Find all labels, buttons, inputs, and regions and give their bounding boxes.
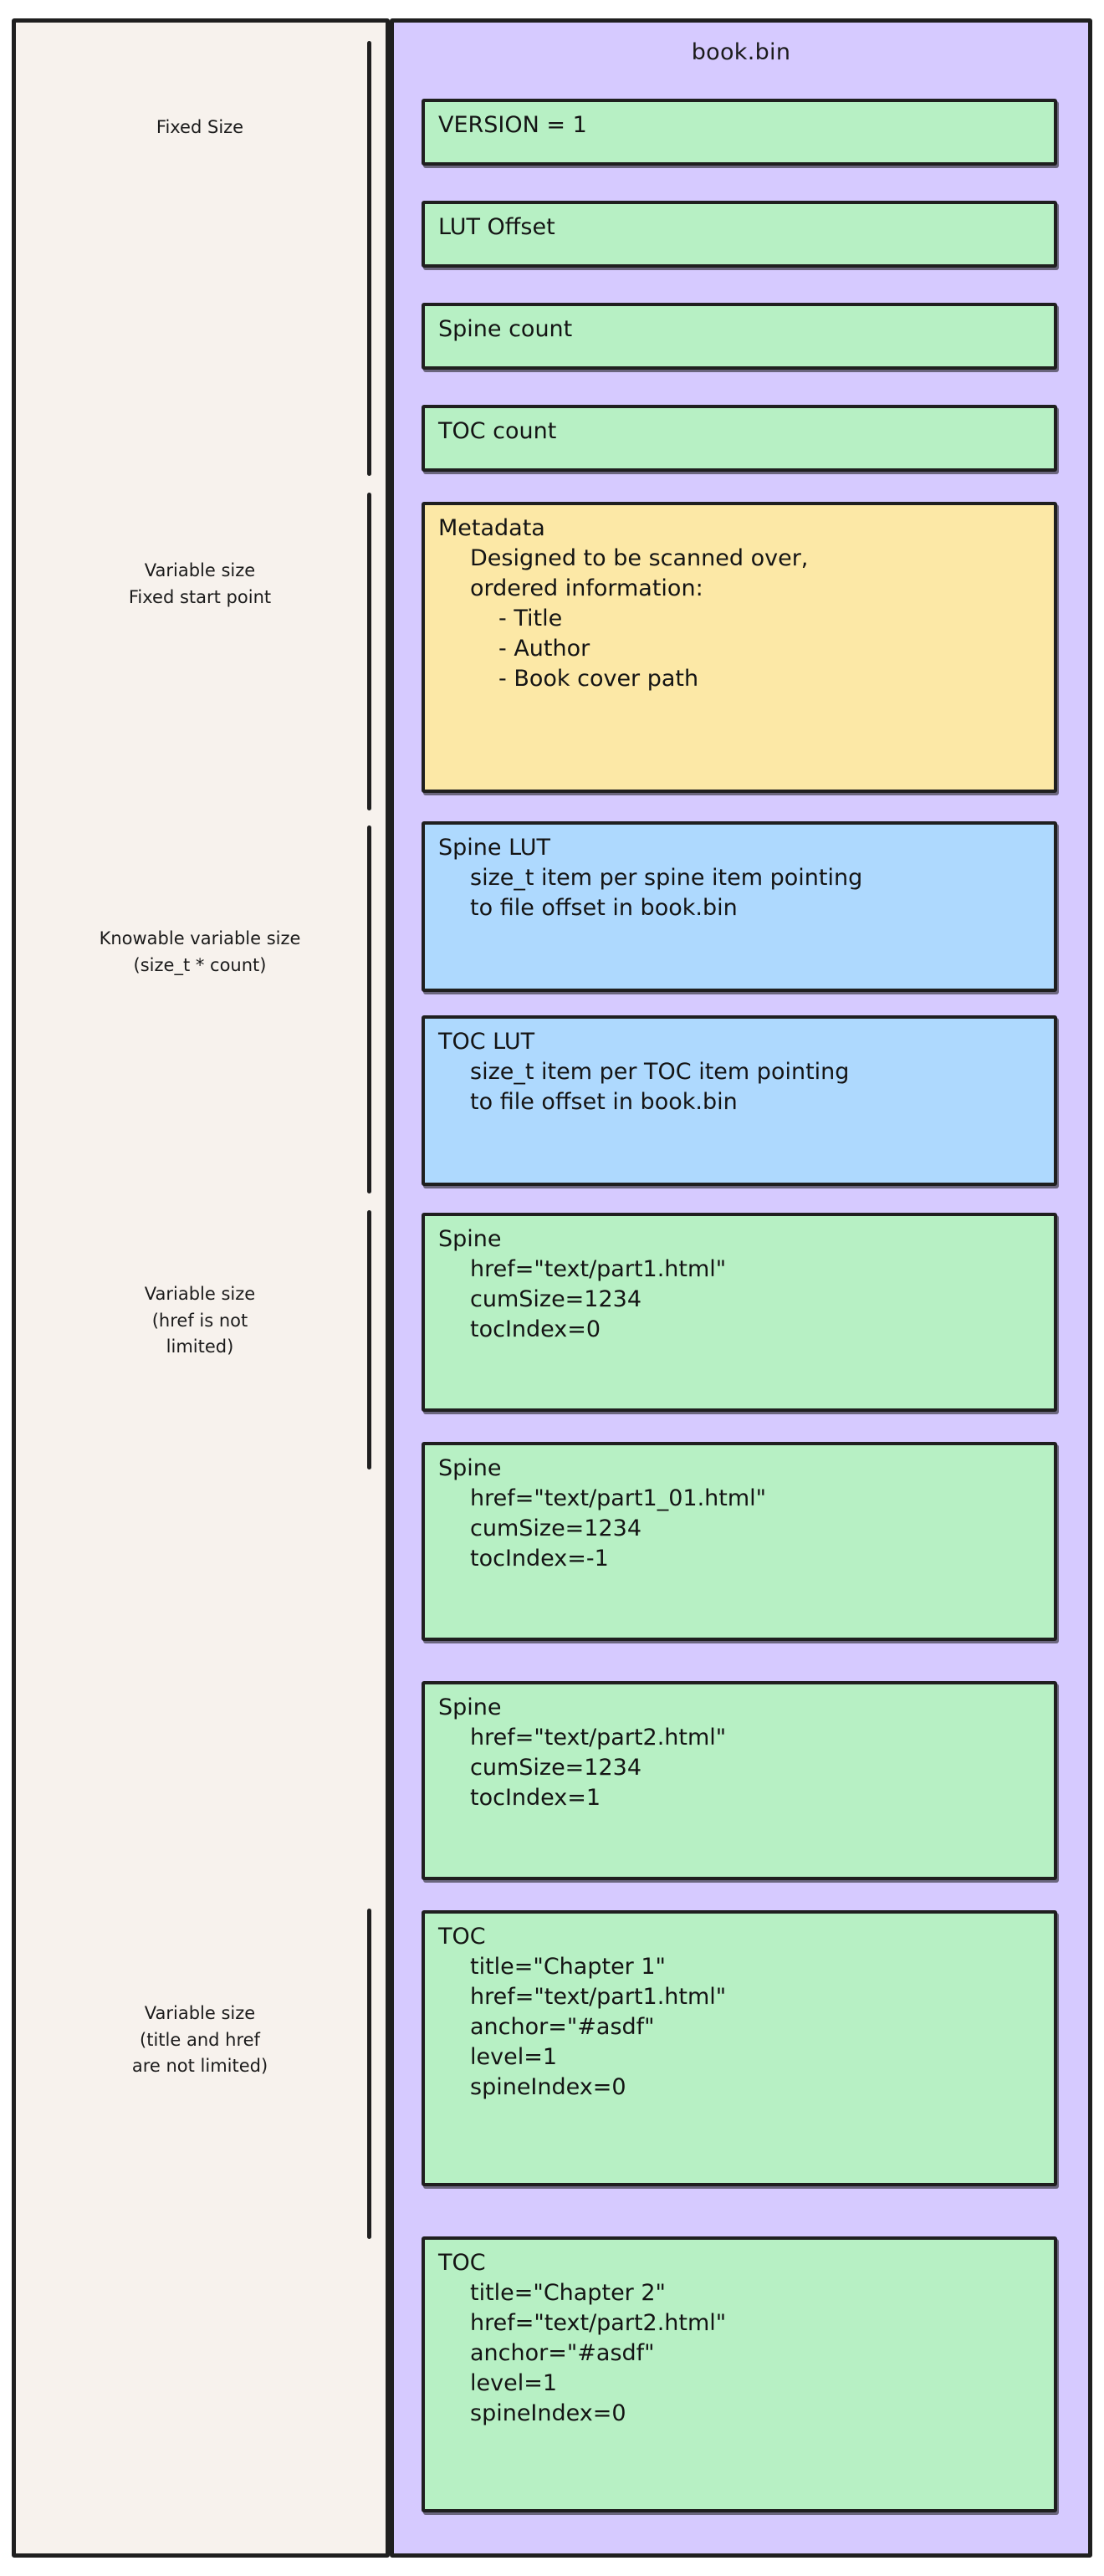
box-title: VERSION = 1 (438, 112, 587, 138)
page-title: book.bin (691, 39, 791, 65)
box-title: TOC (438, 2250, 486, 2276)
box-line: size_t item per spine item pointing (470, 864, 863, 891)
box-line: to file offset in book.bin (470, 894, 738, 921)
label-variable-size-href: Variable size (href is not limited) (33, 1281, 367, 1361)
box-title: Spine (438, 1226, 502, 1252)
field-box-toc-2[interactable]: TOC title="Chapter 2" href="text/part2.h… (422, 2236, 1057, 2512)
box-line: anchor="#asdf" (470, 2339, 655, 2366)
bracket-tick-spine (367, 1210, 371, 1469)
box-line: anchor="#asdf" (470, 2013, 655, 2040)
field-box-toc-1[interactable]: TOC title="Chapter 1" href="text/part1.h… (422, 1910, 1057, 2186)
box-title: Metadata (438, 515, 545, 541)
label-line: (title and href (140, 2029, 260, 2050)
label-fixed-size: Fixed Size (33, 115, 367, 141)
label-line: (size_t * count) (133, 954, 267, 975)
box-title: Spine count (438, 316, 573, 342)
field-box-spine-lut[interactable]: Spine LUT size_t item per spine item poi… (422, 821, 1057, 992)
field-box-spine-count[interactable]: Spine count (422, 303, 1057, 370)
box-title: TOC count (438, 418, 557, 444)
label-line: Fixed start point (128, 586, 272, 607)
box-line: cumSize=1234 (470, 1285, 642, 1312)
box-bullet: - Book cover path (498, 665, 699, 692)
label-variable-fixed-start: Variable size Fixed start point (33, 558, 367, 611)
label-line: limited) (166, 1337, 234, 1357)
box-title: Spine LUT (438, 835, 551, 861)
box-line: href="text/part1.html" (470, 1255, 727, 1282)
box-line: href="text/part2.html" (470, 1724, 727, 1751)
box-line: tocIndex=-1 (470, 1545, 609, 1572)
box-line: to file offset in book.bin (470, 1088, 738, 1115)
box-line: tocIndex=1 (470, 1784, 601, 1811)
box-line: spineIndex=0 (470, 2073, 626, 2100)
box-line: size_t item per TOC item pointing (470, 1058, 850, 1085)
box-title: Spine (438, 1455, 502, 1481)
box-title: TOC LUT (438, 1029, 535, 1055)
box-line: title="Chapter 2" (470, 2279, 666, 2306)
box-title: LUT Offset (438, 214, 555, 240)
bracket-tick-lookup-tables (367, 825, 371, 1193)
box-line: href="text/part1.html" (470, 1983, 727, 2010)
field-box-toc-lut[interactable]: TOC LUT size_t item per TOC item pointin… (422, 1015, 1057, 1186)
box-title: Spine (438, 1694, 502, 1720)
box-line: spineIndex=0 (470, 2400, 626, 2426)
box-line: href="text/part2.html" (470, 2309, 727, 2336)
label-line: Fixed Size (156, 117, 244, 137)
field-box-spine-1[interactable]: Spine href="text/part1.html" cumSize=123… (422, 1213, 1057, 1412)
field-box-version[interactable]: VERSION = 1 (422, 99, 1057, 166)
box-line: title="Chapter 1" (470, 1953, 666, 1980)
bracket-tick-fixed-size (367, 41, 371, 476)
field-box-metadata[interactable]: Metadata Designed to be scanned over, or… (422, 502, 1057, 793)
box-line: cumSize=1234 (470, 1754, 642, 1781)
box-line: tocIndex=0 (470, 1316, 601, 1342)
field-box-spine-2[interactable]: Spine href="text/part1_01.html" cumSize=… (422, 1442, 1057, 1641)
label-line: Variable size (144, 1284, 256, 1304)
box-bullet: - Author (498, 635, 590, 662)
label-line: are not limited) (131, 2056, 268, 2076)
box-line: href="text/part1_01.html" (470, 1485, 767, 1511)
box-bullet: - Title (498, 605, 563, 631)
field-box-toc-count[interactable]: TOC count (422, 405, 1057, 472)
label-line: (href is not (151, 1310, 248, 1331)
label-variable-size-title-href: Variable size (title and href are not li… (33, 2001, 367, 2080)
label-line: Variable size (144, 2003, 256, 2023)
label-line: Knowable variable size (99, 928, 301, 948)
bracket-tick-metadata (367, 493, 371, 810)
box-line: level=1 (470, 2369, 558, 2396)
box-line: level=1 (470, 2043, 558, 2070)
label-line: Variable size (144, 560, 256, 580)
field-box-spine-3[interactable]: Spine href="text/part2.html" cumSize=123… (422, 1681, 1057, 1880)
bracket-tick-toc (367, 1909, 371, 2239)
book-bin-layout-diagram: Fixed Size Variable size Fixed start poi… (12, 18, 1092, 2558)
label-knowable-variable-size: Knowable variable size (size_t * count) (33, 926, 367, 979)
left-annotation-panel: Fixed Size Variable size Fixed start poi… (12, 18, 390, 2558)
box-line: ordered information: (470, 575, 703, 601)
box-title: TOC (438, 1924, 486, 1950)
box-line: cumSize=1234 (470, 1515, 642, 1541)
box-line: Designed to be scanned over, (470, 544, 809, 571)
field-box-lut-offset[interactable]: LUT Offset (422, 201, 1057, 268)
